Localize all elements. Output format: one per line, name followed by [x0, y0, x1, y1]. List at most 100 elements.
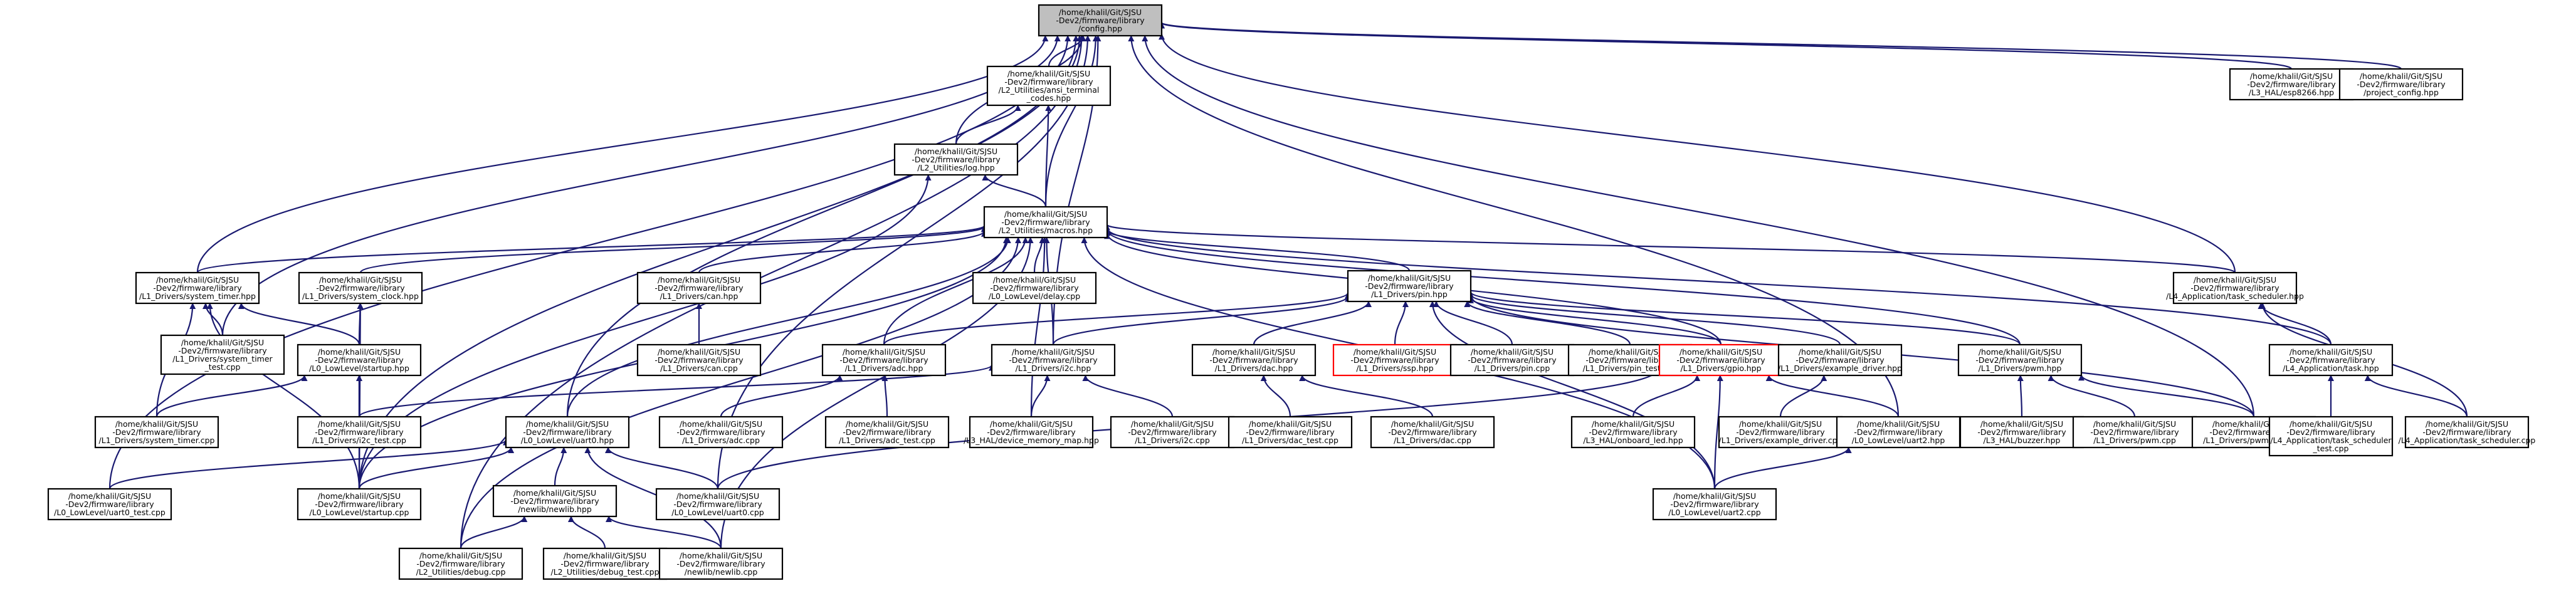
node-system-timer-cpp[interactable]: /home/khalil/Git/SJSU-Dev2/firmware/libr…	[94, 416, 219, 449]
node-system-timer-test[interactable]: /home/khalil/Git/SJSU-Dev2/firmware/libr…	[160, 334, 285, 375]
node-log[interactable]: /home/khalil/Git/SJSU-Dev2/firmware/libr…	[893, 143, 1019, 176]
node-box	[1191, 343, 1317, 377]
edge-uart2-cpp-to-pin-hpp	[1429, 301, 1716, 489]
node-adc-hpp[interactable]: /home/khalil/Git/SJSU-Dev2/firmware/libr…	[821, 343, 947, 377]
node-adc-test[interactable]: /home/khalil/Git/SJSU-Dev2/firmware/libr…	[824, 416, 950, 449]
node-uart0-test[interactable]: /home/khalil/Git/SJSU-Dev2/firmware/libr…	[47, 488, 172, 521]
node-newlib-cpp[interactable]: /home/khalil/Git/SJSU-Dev2/firmware/libr…	[658, 547, 784, 580]
node-adc-cpp[interactable]: /home/khalil/Git/SJSU-Dev2/firmware/libr…	[658, 416, 784, 449]
node-task-scheduler-test[interactable]: /home/khalil/Git/SJSU-Dev2/firmware/libr…	[2268, 416, 2394, 457]
node-system-clock[interactable]: /home/khalil/Git/SJSU-Dev2/firmware/libr…	[298, 271, 423, 305]
node-can-hpp[interactable]: /home/khalil/Git/SJSU-Dev2/firmware/libr…	[636, 271, 762, 305]
node-label-line: /home/khalil/Git/SJSU	[115, 419, 198, 429]
node-config[interactable]: /home/khalil/Git/SJSU-Dev2/firmware/libr…	[1038, 4, 1163, 37]
node-uart0-hpp[interactable]: /home/khalil/Git/SJSU-Dev2/firmware/libr…	[505, 416, 630, 449]
node-pwm-hpp[interactable]: /home/khalil/Git/SJSU-Dev2/firmware/libr…	[1957, 343, 2083, 377]
edge-macros-to-ansi	[1044, 105, 1052, 207]
edge-log-to-ansi	[955, 105, 1021, 145]
edge-system-timer-to-macros	[196, 225, 987, 273]
node-label-line: -Dev2/firmware/library	[2286, 427, 2375, 437]
node-label-line: /L1_Drivers/can.hpp	[660, 291, 739, 301]
edge-macros-to-log	[982, 174, 1047, 207]
node-startup-cpp[interactable]: /home/khalil/Git/SJSU-Dev2/firmware/libr…	[297, 488, 422, 521]
node-label-line: /home/khalil/Git/SJSU	[1739, 419, 1822, 429]
node-macros[interactable]: /home/khalil/Git/SJSU-Dev2/firmware/libr…	[983, 206, 1108, 239]
node-label-line: /home/khalil/Git/SJSU	[1471, 347, 1553, 357]
node-pin-hpp[interactable]: /home/khalil/Git/SJSU-Dev2/firmware/libr…	[1347, 269, 1472, 303]
node-label-line: -Dev2/firmware/library	[673, 499, 762, 509]
node-debug-cpp[interactable]: /home/khalil/Git/SJSU-Dev2/firmware/libr…	[398, 547, 523, 580]
node-dac-test[interactable]: /home/khalil/Git/SJSU-Dev2/firmware/libr…	[1228, 416, 1353, 449]
node-label-line: /home/khalil/Git/SJSU	[318, 347, 401, 357]
node-label-line: /L2_Utilities/debug.cpp	[416, 567, 506, 577]
node-device-memory-map[interactable]: /home/khalil/Git/SJSU-Dev2/firmware/libr…	[964, 416, 1099, 449]
node-label-line: /home/khalil/Git/SJSU	[1007, 69, 1090, 78]
node-can-cpp[interactable]: /home/khalil/Git/SJSU-Dev2/firmware/libr…	[636, 343, 762, 377]
node-box	[972, 271, 1097, 305]
node-example-driver-hpp[interactable]: /home/khalil/Git/SJSU-Dev2/firmware/libr…	[1777, 343, 1903, 377]
node-box	[1332, 343, 1458, 377]
node-label-line: /L0_LowLevel/startup.cpp	[310, 508, 409, 517]
node-label-line: /home/khalil/Git/SJSU	[1004, 209, 1087, 219]
edge-uart2-cpp-to-gpio-hpp	[1713, 375, 1723, 489]
node-debug-test[interactable]: /home/khalil/Git/SJSU-Dev2/firmware/libr…	[542, 547, 668, 580]
edge-pwm-test-to-config	[1142, 35, 2255, 417]
edge-newlib-cpp-to-uart0-hpp	[584, 447, 722, 549]
edge-task-scheduler-hpp-to-macros	[1104, 224, 2236, 273]
node-esp8266[interactable]: /home/khalil/Git/SJSU-Dev2/firmware/libr…	[2229, 68, 2354, 101]
node-label-line: /home/khalil/Git/SJSU	[1249, 419, 1332, 429]
node-label-line: /L3_HAL/device_memory_map.hpp	[964, 436, 1099, 445]
node-onboard-led[interactable]: /home/khalil/Git/SJSU-Dev2/firmware/libr…	[1570, 416, 1696, 449]
node-label-line: /home/khalil/Git/SJSU	[993, 275, 1076, 285]
node-task-scheduler-hpp[interactable]: /home/khalil/Git/SJSU-Dev2/firmware/libr…	[2166, 271, 2304, 305]
node-i2c-hpp[interactable]: /home/khalil/Git/SJSU-Dev2/firmware/libr…	[991, 343, 1116, 377]
node-label-line: -Dev2/firmware/library	[1128, 427, 1217, 437]
node-label-line: /home/khalil/Git/SJSU	[2289, 347, 2372, 357]
edge-delay-cpp-to-macros	[1033, 237, 1046, 273]
node-i2c-cpp[interactable]: /home/khalil/Git/SJSU-Dev2/firmware/libr…	[1110, 416, 1235, 449]
node-uart0-cpp[interactable]: /home/khalil/Git/SJSU-Dev2/firmware/libr…	[655, 488, 781, 521]
node-label-line: /L4_Application/task_scheduler	[2270, 436, 2392, 445]
node-task-hpp[interactable]: /home/khalil/Git/SJSU-Dev2/firmware/libr…	[2268, 343, 2394, 377]
node-gpio-hpp[interactable]: /home/khalil/Git/SJSU-Dev2/firmware/libr…	[1658, 343, 1784, 377]
node-pin-cpp[interactable]: /home/khalil/Git/SJSU-Dev2/firmware/libr…	[1449, 343, 1575, 377]
node-project-config[interactable]: /home/khalil/Git/SJSU-Dev2/firmware/libr…	[2338, 68, 2464, 101]
node-task-scheduler-cpp[interactable]: /home/khalil/Git/SJSU-Dev2/firmware/libr…	[2399, 416, 2536, 449]
node-label-line: /home/khalil/Git/SJSU	[2093, 419, 2176, 429]
node-buzzer[interactable]: /home/khalil/Git/SJSU-Dev2/firmware/libr…	[1959, 416, 2084, 449]
node-ansi[interactable]: /home/khalil/Git/SJSU-Dev2/firmware/libr…	[986, 65, 1112, 107]
node-uart2-hpp[interactable]: /home/khalil/Git/SJSU-Dev2/firmware/libr…	[1836, 416, 1961, 449]
node-label-line: /L0_LowLevel/uart2.cpp	[1668, 508, 1761, 517]
edge-uart0-cpp-to-uart0-hpp	[605, 447, 719, 489]
node-uart2-cpp[interactable]: /home/khalil/Git/SJSU-Dev2/firmware/libr…	[1652, 488, 1777, 521]
node-ssp-hpp[interactable]: /home/khalil/Git/SJSU-Dev2/firmware/libr…	[1332, 343, 1458, 377]
node-box	[636, 343, 762, 377]
node-box	[636, 271, 762, 305]
node-system-timer[interactable]: /home/khalil/Git/SJSU-Dev2/firmware/libr…	[135, 271, 260, 305]
node-label-line: /home/khalil/Git/SJSU	[1391, 419, 1474, 429]
node-label-line: -Dev2/firmware/library	[1977, 427, 2066, 437]
node-example-driver-cpp[interactable]: /home/khalil/Git/SJSU-Dev2/firmware/libr…	[1718, 416, 1843, 449]
node-i2c-test[interactable]: /home/khalil/Git/SJSU-Dev2/firmware/libr…	[297, 416, 422, 449]
edge-buzzer-to-pwm-hpp	[2017, 375, 2024, 417]
node-newlib-hpp[interactable]: /home/khalil/Git/SJSU-Dev2/firmware/libr…	[492, 484, 618, 518]
node-box	[658, 547, 784, 580]
node-label-line: /L1_Drivers/system_clock.hpp	[302, 291, 419, 301]
node-box	[1570, 416, 1696, 449]
edge-task-hpp-to-macros	[1104, 227, 2332, 345]
node-box	[2172, 271, 2298, 305]
node-label-line: /L0_LowLevel/uart0_test.cpp	[54, 508, 166, 517]
node-dac-hpp[interactable]: /home/khalil/Git/SJSU-Dev2/firmware/libr…	[1191, 343, 1317, 377]
node-label-line: /home/khalil/Git/SJSU	[2194, 275, 2276, 285]
edge-pwm-hpp-to-pin-hpp	[1468, 291, 2021, 345]
node-startup-hpp[interactable]: /home/khalil/Git/SJSU-Dev2/firmware/libr…	[297, 343, 422, 377]
node-dac-cpp[interactable]: /home/khalil/Git/SJSU-Dev2/firmware/libr…	[1370, 416, 1495, 449]
node-label-line: -Dev2/firmware/library	[912, 155, 1001, 164]
node-label-line: /L1_Drivers/adc.cpp	[682, 436, 760, 445]
node-label-line: /L3_HAL/onboard_led.hpp	[1583, 436, 1683, 445]
node-pwm-cpp[interactable]: /home/khalil/Git/SJSU-Dev2/firmware/libr…	[2072, 416, 2197, 449]
node-label-line: -Dev2/firmware/library	[843, 427, 932, 437]
edge-uart2-cpp-to-uart2-hpp	[1713, 447, 1852, 489]
edge-pwm-test-to-pwm-hpp	[2078, 374, 2255, 417]
node-delay-cpp[interactable]: /home/khalil/Git/SJSU-Dev2/firmware/libr…	[972, 271, 1097, 305]
